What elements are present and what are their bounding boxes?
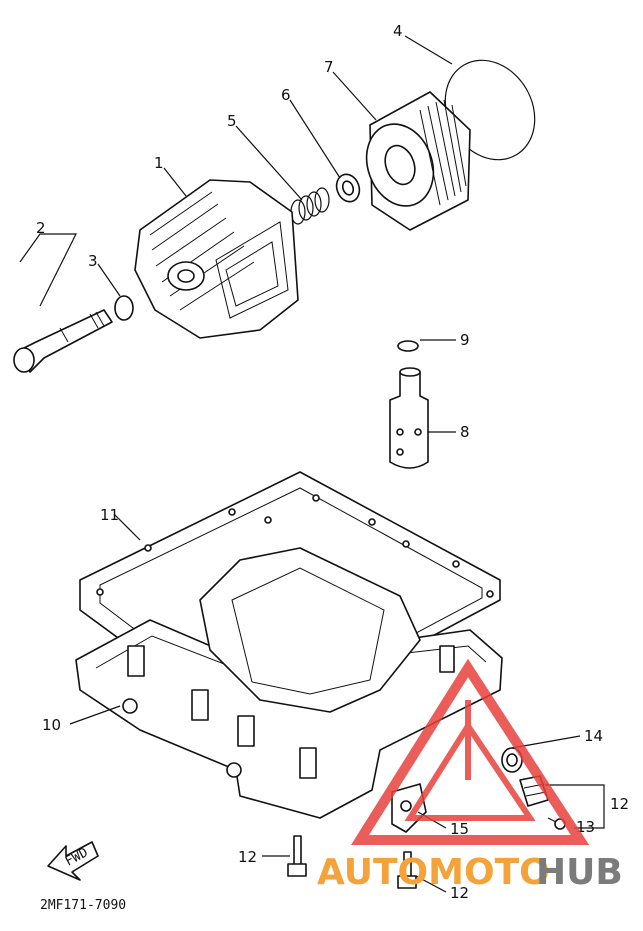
part-labels: 4 7 6 5 1 2 3 9 8 11 10 14 12 13 15 12 1… — [36, 22, 629, 902]
watermark-triangle-outer — [350, 658, 590, 845]
strainer-cover — [391, 783, 427, 833]
label-12-right: 12 — [450, 884, 469, 902]
label-14: 13 — [576, 818, 595, 836]
bolt-left — [287, 835, 307, 877]
label-7: 7 — [324, 58, 334, 76]
bolt-right — [397, 851, 417, 889]
oil-filter-element — [365, 91, 471, 231]
watermark-logo — [350, 658, 590, 845]
label-15: 14 — [584, 727, 603, 745]
label-9: 9 — [460, 331, 470, 349]
o-ring-pipe — [397, 340, 419, 352]
oil-filter-cover — [134, 179, 299, 339]
spring — [290, 187, 330, 225]
watermark-text-gray: HUB — [536, 852, 623, 893]
label-6: 6 — [281, 86, 291, 104]
oil-pan — [75, 547, 503, 819]
label-5: 5 — [227, 112, 237, 130]
label-8: 8 — [460, 423, 470, 441]
label-4: 4 — [393, 22, 403, 40]
watermark-text-orange: AUTOMOTO — [317, 852, 550, 893]
label-11: 11 — [100, 506, 119, 524]
drawing-code: 2MF171-7090 — [40, 898, 126, 913]
label-16: 15 — [450, 820, 469, 838]
label-12-left: 12 — [238, 848, 257, 866]
label-3: 3 — [88, 252, 98, 270]
label-2: 2 — [36, 219, 46, 237]
o-ring-small — [114, 295, 134, 321]
fwd-arrow-icon: FWD — [47, 841, 99, 881]
label-10: 10 — [42, 716, 61, 734]
oil-pipe — [389, 367, 429, 469]
label-13: 12 — [610, 795, 629, 813]
leader-lines — [19, 35, 605, 893]
union-bolt — [13, 309, 113, 373]
watermark-triangle-inner — [404, 720, 536, 821]
washer — [335, 173, 361, 203]
label-1: 1 — [154, 154, 164, 172]
